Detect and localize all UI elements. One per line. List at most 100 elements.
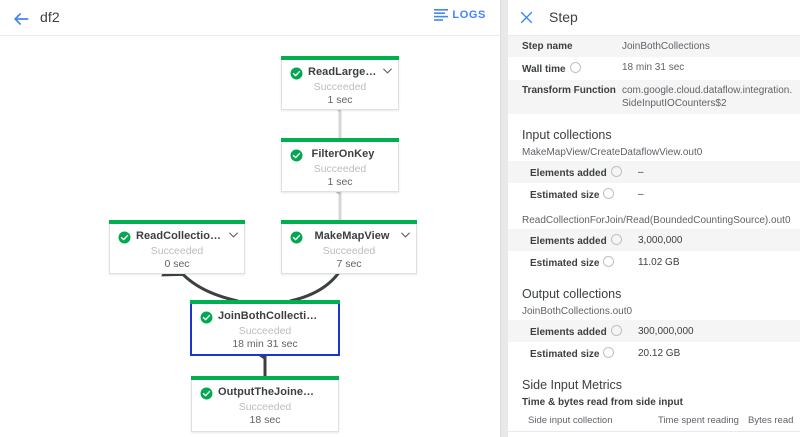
help-icon[interactable] [569, 62, 581, 73]
table-body: MakeMapView/CreateDataflowView.out0 10 m… [508, 431, 800, 437]
table-head: Side input collection Time spent reading… [508, 412, 800, 432]
metric-value: – [638, 188, 644, 200]
summary-value: 18 min 31 sec [622, 62, 685, 73]
metric-key-label: Estimated size [530, 258, 600, 269]
input-collection-name: ReadCollectionForJoin/Read(BoundedCounti… [522, 215, 791, 226]
input-collections-title: Input collections [522, 128, 612, 142]
metric-value: 300,000,000 [638, 325, 694, 337]
column-header-side-input-collection[interactable]: Side input collection [508, 412, 658, 432]
success-check-icon [290, 231, 303, 244]
help-icon[interactable] [603, 256, 615, 267]
summary-key-label: Wall time [522, 64, 566, 75]
metric-key-label: Elements added [530, 236, 607, 247]
metric-row: Elements added 300,000,000 [508, 320, 800, 342]
metric-key-label: Estimated size [530, 190, 600, 201]
metric-row: Estimated size 20.12 GB [508, 342, 800, 364]
side-input-metrics-table: Side input collection Time spent reading… [508, 412, 800, 437]
cell-side-input-collection: MakeMapView/CreateDataflowView.out0 [508, 431, 658, 437]
page-topbar: df2 LOGS [0, 0, 500, 36]
node-elapsed-time: 18 sec [249, 414, 281, 426]
side-input-metrics-title: Side Input Metrics [522, 378, 623, 392]
summary-row: Transform Function com.google.cloud.data… [508, 80, 800, 114]
panel-title: Step [549, 9, 578, 25]
pane-divider[interactable] [500, 0, 508, 437]
graph-node-make-map-view[interactable]: MakeMapView Succeeded 7 sec [281, 220, 417, 274]
chevron-down-icon[interactable] [401, 232, 410, 238]
input-collection-metrics: Elements added 3,000,000 Estimated size … [508, 229, 800, 273]
graph-node-read-collection-for-join[interactable]: ReadCollectionForJoin Succeeded 0 sec [109, 220, 245, 274]
node-status-accent [281, 138, 399, 142]
graph-node-output-the-joined-collection[interactable]: OutputTheJoinedCollec... Succeeded 18 se… [191, 376, 339, 432]
node-status-accent [281, 56, 399, 60]
output-collections-title: Output collections [522, 287, 622, 301]
output-collection-name: JoinBothCollections.out0 [522, 306, 633, 317]
column-header-time-spent-reading[interactable]: Time spent reading [658, 412, 748, 432]
help-icon[interactable] [610, 325, 622, 336]
panel-body: Step name JoinBothCollections Wall time … [508, 36, 800, 437]
metric-row: Estimated size – [508, 183, 800, 205]
summary-row: Wall time 18 min 31 sec [508, 57, 800, 80]
node-title: OutputTheJoinedCollec... [218, 386, 318, 398]
metric-row: Estimated size 11.02 GB [508, 251, 800, 273]
node-status: Succeeded [238, 401, 292, 413]
node-status: Succeeded [322, 245, 376, 257]
metric-key-label: Elements added [530, 168, 607, 179]
logs-label: LOGS [452, 9, 486, 21]
summary-key: Step name [522, 41, 573, 52]
metric-key: Elements added [508, 161, 638, 183]
graph-node-join-both-collections[interactable]: JoinBothCollections Succeeded 18 min 31 … [190, 300, 340, 356]
job-graph-pane: df2 LOGS [0, 0, 500, 437]
input-collection-metrics: Elements added – Estimated size – [508, 161, 800, 205]
help-icon[interactable] [610, 166, 622, 177]
pipeline-graph-canvas[interactable]: ReadLargeCollectionFr... Succeeded 1 sec… [0, 36, 500, 437]
node-title: JoinBothCollections [218, 310, 318, 322]
help-icon[interactable] [603, 188, 615, 199]
node-title: FilterOnKey [311, 148, 375, 160]
panel-header: Step [508, 0, 800, 36]
node-status: Succeeded [238, 325, 292, 337]
output-collection-metrics: Elements added 300,000,000 Estimated siz… [508, 320, 800, 364]
metric-value: 3,000,000 [638, 234, 683, 246]
help-icon[interactable] [603, 347, 615, 358]
node-elapsed-time: 1 sec [327, 94, 353, 106]
close-icon[interactable] [519, 10, 534, 25]
summary-key: Transform Function [522, 85, 616, 96]
divider-line [500, 0, 501, 437]
metric-key: Estimated size [508, 183, 638, 205]
success-check-icon [290, 149, 303, 162]
column-header-bytes-read[interactable]: Bytes read [748, 412, 800, 432]
graph-node-read-large-collection[interactable]: ReadLargeCollectionFr... Succeeded 1 sec [281, 56, 399, 110]
node-elapsed-time: 18 min 31 sec [232, 338, 298, 350]
node-elapsed-time: 1 sec [327, 176, 353, 188]
back-arrow-icon[interactable] [11, 9, 31, 29]
metric-key: Elements added [508, 320, 638, 342]
input-collection-name: MakeMapView/CreateDataflowView.out0 [522, 147, 703, 158]
node-status-accent [109, 220, 245, 224]
chevron-down-icon[interactable] [229, 232, 238, 238]
metric-row: Elements added – [508, 161, 800, 183]
node-title: ReadLargeCollectionFr... [308, 66, 378, 78]
metric-value: 20.12 GB [638, 347, 681, 359]
metric-key-label: Elements added [530, 327, 607, 338]
summary-value: JoinBothCollections [622, 41, 710, 52]
logs-icon [434, 9, 449, 21]
success-check-icon [118, 231, 131, 244]
success-check-icon [200, 387, 213, 400]
node-status-accent [191, 376, 339, 380]
graph-node-filter-on-key[interactable]: FilterOnKey Succeeded 1 sec [281, 138, 399, 192]
table-row: MakeMapView/CreateDataflowView.out0 10 m… [508, 431, 800, 437]
step-details-panel: Step Step name JoinBothCollections Wall … [508, 0, 800, 437]
logs-button[interactable]: LOGS [434, 9, 486, 21]
metric-key: Estimated size [508, 342, 638, 364]
node-status: Succeeded [313, 163, 367, 175]
side-input-metrics-subtitle: Time & bytes read from side input [522, 397, 683, 408]
metric-row: Elements added 3,000,000 [508, 229, 800, 251]
chevron-down-icon[interactable] [383, 68, 392, 74]
metric-key: Estimated size [508, 251, 638, 273]
metric-value: 11.02 GB [638, 256, 680, 268]
step-summary-table: Step name JoinBothCollections Wall time … [508, 36, 800, 114]
summary-key: Wall time [508, 57, 622, 80]
help-icon[interactable] [610, 234, 622, 245]
page-title: df2 [40, 9, 60, 25]
